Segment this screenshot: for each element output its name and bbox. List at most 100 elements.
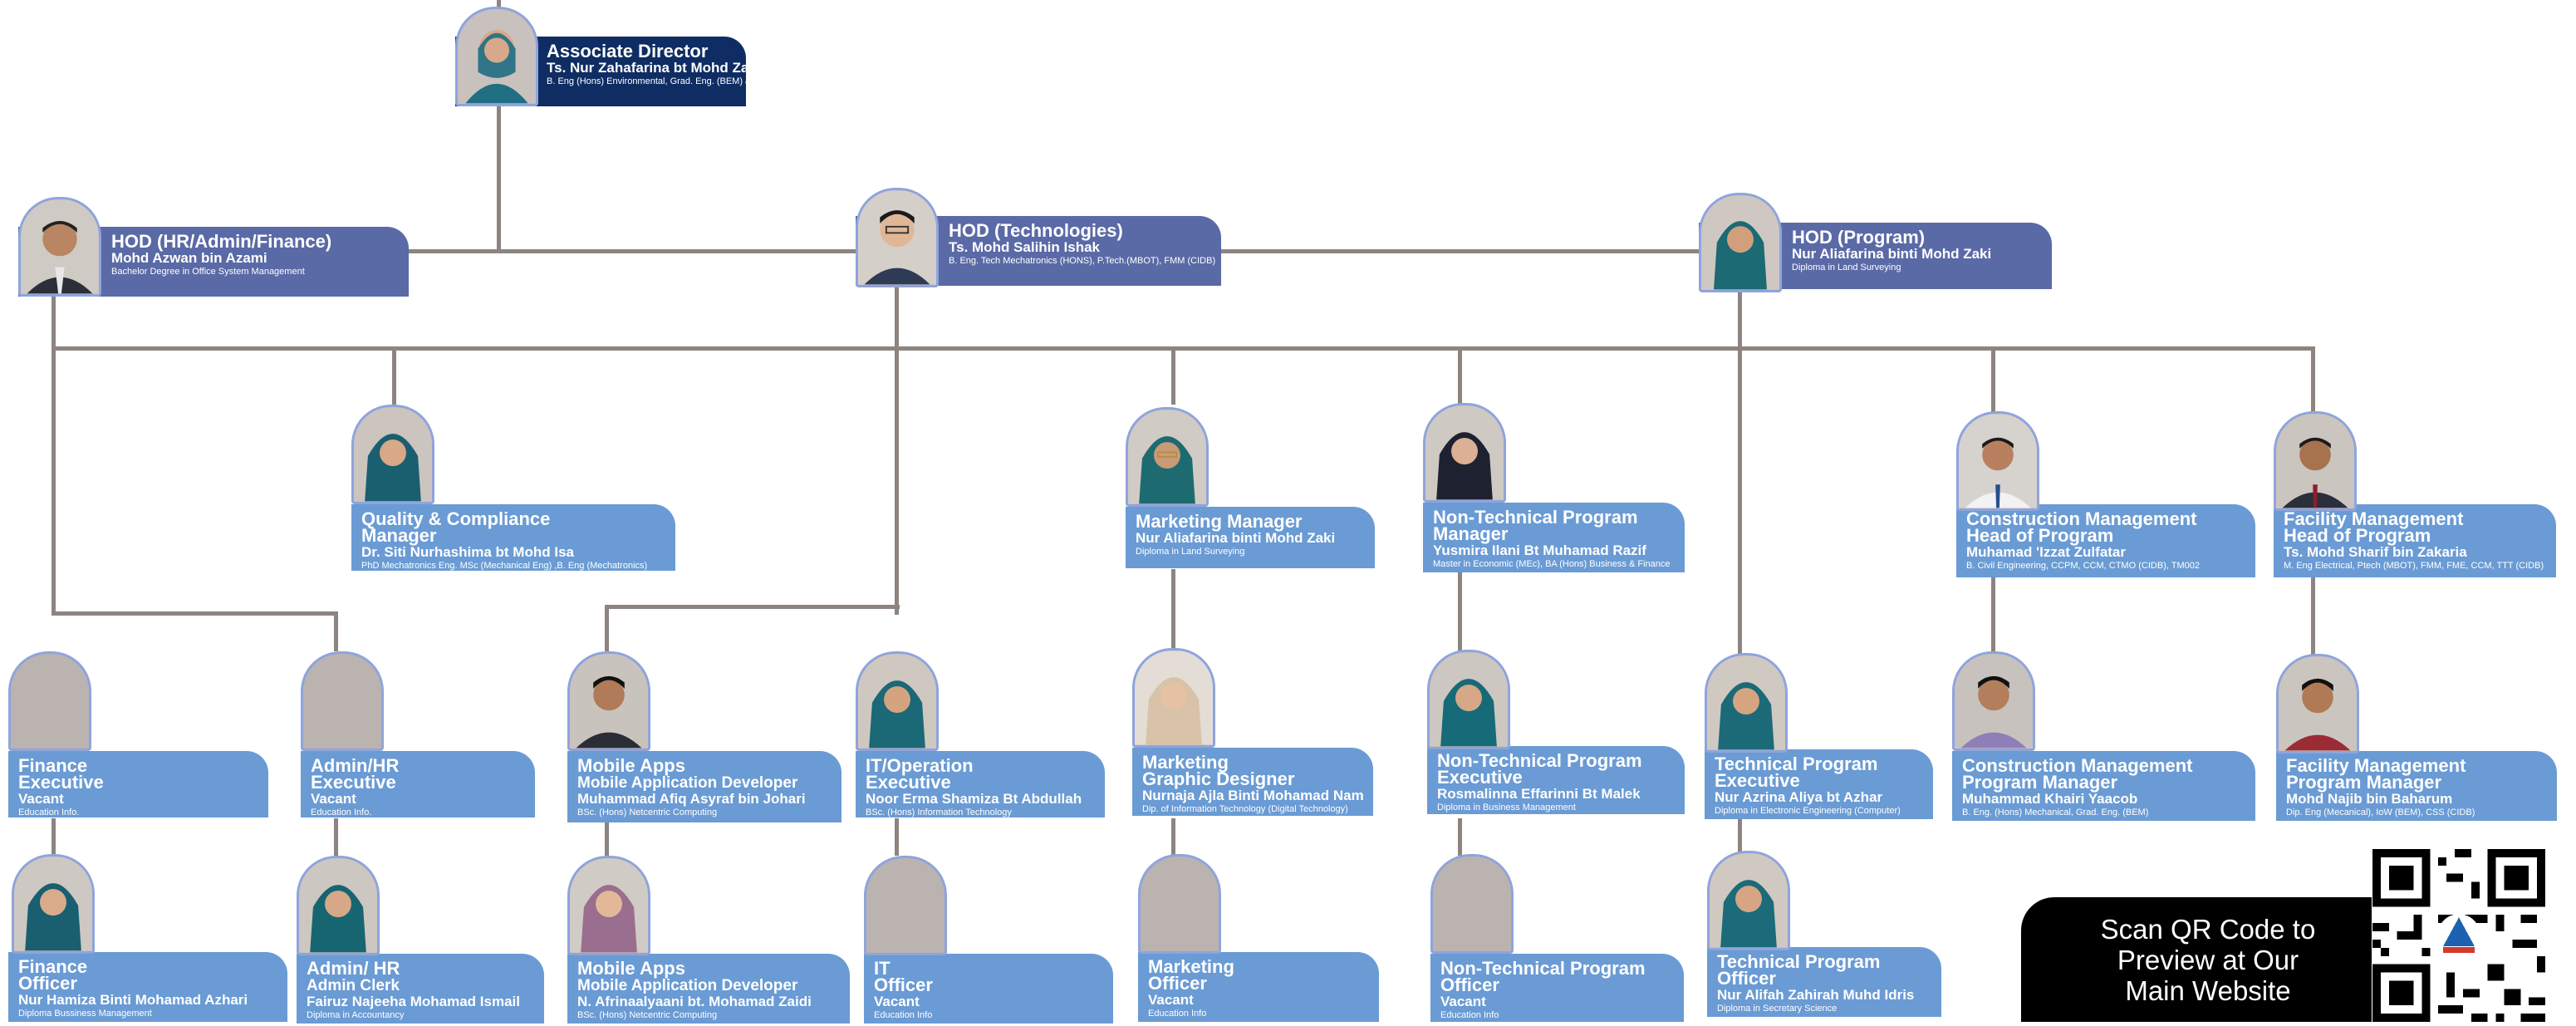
role-subtitle: Executive — [1437, 767, 1523, 788]
role-subtitle: Mobile Application Developer — [577, 977, 798, 995]
role-title: Construction Management — [1966, 508, 2197, 529]
staff-qualification: B. Eng. (Hons) Mechanical, Grad. Eng. (B… — [1962, 808, 2149, 818]
staff-name: Noor Erma Shamiza Bt Abdullah — [866, 791, 1082, 808]
role-subtitle: Officer — [1440, 974, 1499, 996]
role-title: Technical Program — [1717, 951, 1881, 972]
staff-photo — [1423, 403, 1506, 503]
connector — [52, 346, 2315, 351]
staff-qualification: Dip. Eng (Mecanical), IoW (BEM), CSS (CI… — [2286, 808, 2475, 818]
staff-qualification: Bachelor Degree in Office System Managem… — [111, 266, 305, 277]
connector — [52, 295, 56, 615]
qr-banner-line: Scan QR Code to — [2100, 914, 2316, 945]
role-title: Non-Technical Program — [1437, 750, 1642, 771]
connector — [2311, 346, 2315, 413]
role-subtitle: Officer — [874, 974, 933, 996]
staff-photo — [2276, 654, 2359, 754]
role-subtitle: Executive — [1715, 770, 1800, 792]
role-subtitle: Graphic Designer — [1142, 768, 1295, 790]
role-title: Non-Technical Program — [1433, 507, 1638, 528]
staff-qualification: Education Info. — [18, 808, 80, 817]
role-subtitle: Program Manager — [2286, 772, 2442, 793]
role-title: Non-Technical Program — [1440, 958, 1646, 979]
connector — [1458, 346, 1462, 405]
staff-qualification: BSc. (Hons) Information Technology — [866, 808, 1012, 817]
role-subtitle: Mobile Application Developer — [577, 774, 798, 793]
role-subtitle: Executive — [866, 772, 951, 793]
role-title: HOD (Program) — [1792, 227, 1926, 248]
role-title: Marketing — [1142, 752, 1229, 773]
staff-qualification: Education Info — [874, 1010, 933, 1021]
staff-name: Dr. Siti Nurhashima bt Mohd Isa — [361, 544, 574, 561]
connector — [52, 818, 56, 856]
role-subtitle: Manager — [1433, 523, 1509, 545]
staff-name: Vacant — [311, 791, 356, 808]
connector — [497, 0, 501, 8]
staff-photo — [1126, 407, 1209, 507]
staff-photo — [1427, 650, 1510, 749]
role-title: IT/Operation — [866, 755, 974, 776]
connector — [1738, 291, 1742, 656]
qr-banner-line: Main Website — [2125, 975, 2291, 1006]
vacant-photo-placeholder — [864, 856, 947, 955]
staff-name: Ts. Mohd Sharif bin Zakaria — [2284, 544, 2467, 561]
role-title: Admin/HR — [311, 755, 400, 776]
staff-qualification: B. Eng. Tech Mechatronics (HONS), P.Tech… — [949, 255, 1216, 266]
role-subtitle: Executive — [311, 772, 396, 793]
connector — [1991, 573, 1995, 656]
role-subtitle: Program Manager — [1962, 772, 2118, 793]
staff-photo — [856, 651, 939, 751]
staff-qualification: Education Info — [1440, 1010, 1499, 1021]
staff-photo — [18, 197, 101, 297]
staff-name: Nur Hamiza Binti Mohamad Azhari — [18, 992, 248, 1009]
staff-qualification: Diploma in Business Management — [1437, 803, 1576, 813]
qr-code-icon[interactable] — [2372, 849, 2546, 1022]
staff-name: Vacant — [18, 791, 64, 808]
vacant-photo-placeholder — [8, 651, 91, 751]
staff-name: Mohd Azwan bin Azami — [111, 250, 267, 267]
vacant-photo-placeholder — [1430, 854, 1514, 954]
staff-name: Vacant — [1148, 992, 1194, 1009]
staff-qualification: BSc. (Hons) Netcentric Computing — [577, 807, 718, 817]
connector — [1171, 818, 1175, 856]
role-title: Mobile Apps — [577, 958, 685, 979]
role-title: Marketing Manager — [1136, 511, 1303, 532]
staff-qualification: B. Civil Engineering, CCPM, CCM, CTMO (C… — [1966, 561, 2200, 572]
role-title: Quality & Compliance — [361, 508, 551, 529]
staff-photo — [1705, 653, 1788, 753]
staff-photo — [1956, 411, 2039, 511]
staff-photo — [2274, 411, 2357, 511]
role-subtitle: Manager — [361, 525, 437, 547]
staff-photo — [351, 405, 434, 504]
connector — [1738, 818, 1742, 856]
staff-name: Yusmira Ilani Bt Muhamad Razif — [1433, 542, 1646, 559]
role-title: Marketing — [1148, 956, 1234, 977]
role-title: Construction Management — [1962, 755, 2193, 776]
staff-name: Muhamad 'Izzat Zulfatar — [1966, 544, 2127, 561]
connector — [1171, 569, 1175, 652]
staff-name: Nur Aliafarina binti Mohd Zaki — [1792, 246, 1992, 263]
role-title: HOD (Technologies) — [949, 220, 1123, 241]
staff-name: Vacant — [1440, 994, 1486, 1010]
staff-qualification: Diploma in Secretary Science — [1717, 1004, 1838, 1014]
staff-photo — [856, 188, 939, 287]
role-title: Facility Management — [2284, 508, 2464, 529]
connector — [605, 605, 900, 609]
connector — [605, 818, 609, 856]
staff-name: Fairuz Najeeha Mohamad Ismail — [307, 994, 520, 1010]
staff-qualification: Diploma in Accountancy — [307, 1009, 405, 1020]
connector — [1458, 569, 1462, 652]
staff-qualification: Education Info. — [311, 808, 372, 817]
connector — [52, 611, 338, 616]
connector — [334, 818, 338, 856]
staff-qualification: Diploma in Land Surveying — [1136, 546, 1245, 557]
connector — [334, 611, 338, 651]
role-subtitle: Officer — [18, 973, 77, 994]
staff-photo — [455, 7, 538, 106]
qr-banner: Scan QR Code to Preview at Our Main Webs… — [2021, 897, 2395, 1022]
staff-qualification: Dip. of Information Technology (Digital … — [1142, 804, 1348, 815]
staff-photo — [567, 856, 650, 955]
staff-qualification: Education Info — [1148, 1009, 1207, 1019]
staff-photo — [297, 856, 380, 955]
vacant-photo-placeholder — [1138, 854, 1221, 954]
role-title: Admin/ HR — [307, 958, 400, 979]
